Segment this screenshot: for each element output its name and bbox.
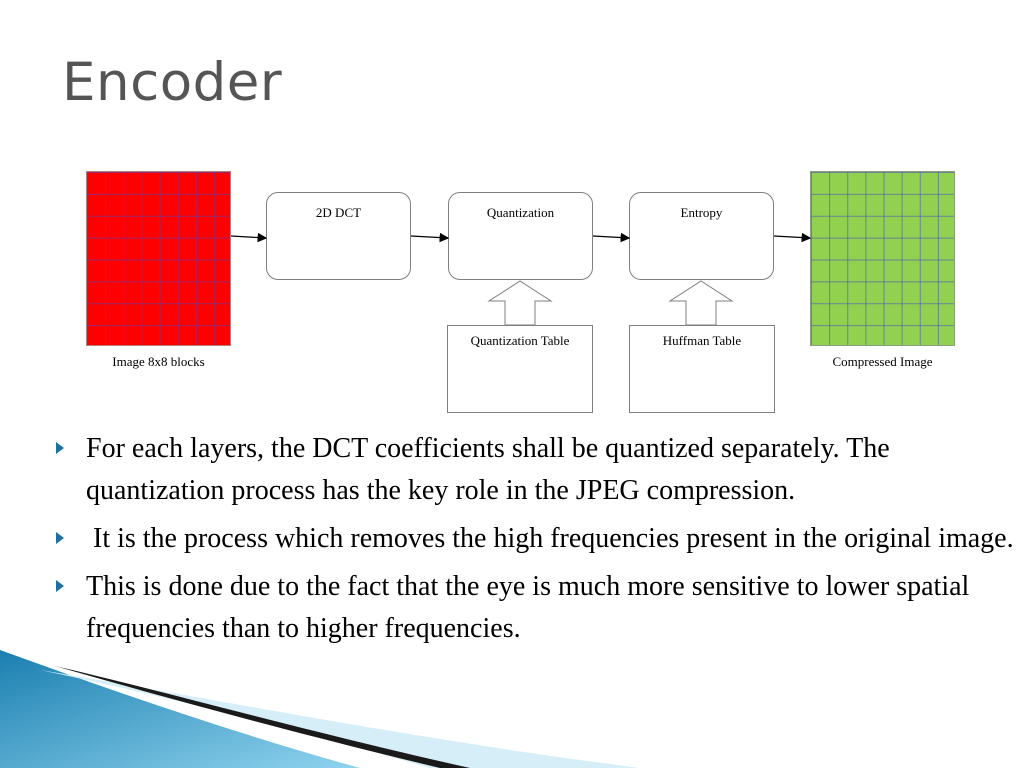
arrow-dct-to-quantization xyxy=(410,232,450,243)
decor-dark-swoosh xyxy=(55,666,470,768)
quantization-table-label: Quantization Table xyxy=(470,333,570,348)
dct-stage-box: 2D DCT xyxy=(266,192,411,280)
bullet-item: For each layers, the DCT coefficients sh… xyxy=(56,428,1016,512)
arrow-entropy-to-output xyxy=(773,232,812,243)
input-image-blocks xyxy=(86,171,231,346)
slide-title: Encoder xyxy=(62,52,283,113)
arrow-input-to-dct xyxy=(230,232,268,243)
bullet-arrow-icon xyxy=(56,532,64,544)
bullet-list: For each layers, the DCT coefficients sh… xyxy=(56,428,1016,656)
output-caption: Compressed Image xyxy=(832,354,933,369)
huffman-table-label: Huffman Table xyxy=(662,333,742,348)
block-arrow-huffman-table-up xyxy=(668,280,734,326)
entropy-stage-label: Entropy xyxy=(680,205,723,220)
quantization-stage-label: Quantization xyxy=(486,205,555,220)
bullet-arrow-icon xyxy=(56,442,64,454)
bullet-item: It is the process which removes the high… xyxy=(56,518,1016,560)
bullet-text: For each layers, the DCT coefficients sh… xyxy=(86,433,890,506)
decor-blue-swoosh xyxy=(0,650,360,768)
bullet-item: This is done due to the fact that the ey… xyxy=(56,566,1016,650)
bullet-text: This is done due to the fact that the ey… xyxy=(86,571,970,644)
entropy-stage-box: Entropy xyxy=(629,192,774,280)
quantization-stage-box: Quantization xyxy=(448,192,593,280)
bullet-text: It is the process which removes the high… xyxy=(86,523,1014,554)
bullet-arrow-icon xyxy=(56,580,64,592)
quantization-table-box: Quantization Table xyxy=(447,325,593,413)
arrow-quantization-to-entropy xyxy=(592,232,631,243)
block-arrow-quant-table-up xyxy=(487,280,553,326)
dct-stage-label: 2D DCT xyxy=(315,205,362,220)
huffman-table-box: Huffman Table xyxy=(629,325,775,413)
input-caption: Image 8x8 blocks xyxy=(112,354,205,369)
compressed-image-blocks xyxy=(810,171,955,346)
corner-decoration xyxy=(0,650,640,768)
